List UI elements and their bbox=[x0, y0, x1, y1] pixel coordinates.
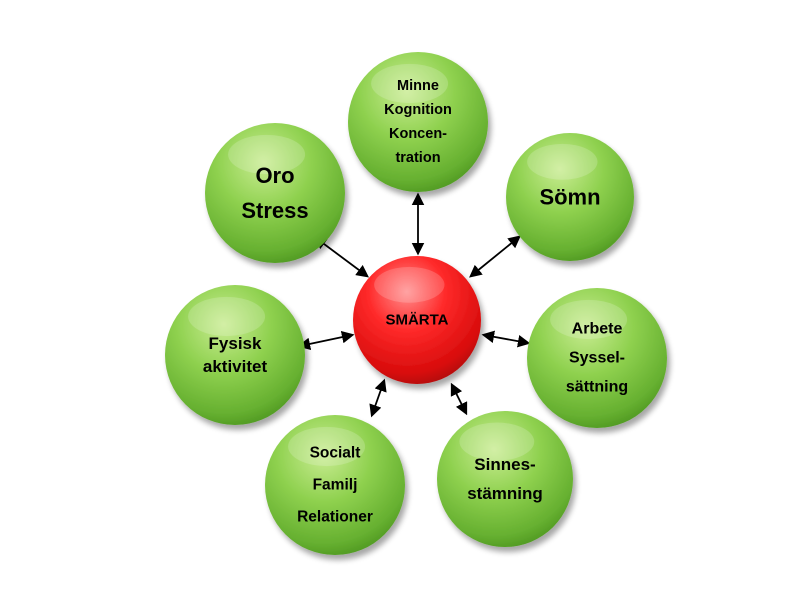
node-highlight-arbete bbox=[550, 299, 628, 340]
node-highlight-minne bbox=[371, 63, 449, 104]
node-label-socialt-line-1: Familj bbox=[313, 477, 358, 494]
node-circle-sinnes bbox=[437, 411, 573, 547]
node-circles: MinneKognitionKoncen-trationSömnArbeteSy… bbox=[165, 52, 667, 555]
node-label-oro-line-0: Oro bbox=[255, 163, 294, 188]
node-highlight-smarta bbox=[374, 266, 445, 303]
node-label-socialt-line-0: Socialt bbox=[310, 445, 361, 462]
arrow-socialt bbox=[369, 378, 387, 418]
arrow-somn bbox=[469, 235, 521, 278]
node-circle-minne bbox=[348, 52, 488, 192]
node-circle-arbete bbox=[527, 288, 667, 428]
node-circle-fysisk bbox=[165, 285, 305, 425]
node-label-arbete-line-1: Syssel- bbox=[569, 350, 625, 367]
arrow-oro bbox=[313, 236, 370, 278]
node-label-minne-line-3: tration bbox=[395, 150, 440, 166]
node-highlight-sinnes bbox=[459, 422, 535, 461]
node-label-minne-line-2: Koncen- bbox=[389, 126, 447, 142]
connector-arrows bbox=[297, 192, 531, 418]
node-label-fysisk-line-1: aktivitet bbox=[203, 357, 268, 376]
arrow-sinnes bbox=[450, 382, 468, 416]
node-label-smarta-line-0: SMÄRTA bbox=[385, 312, 448, 329]
node-label-minne-line-1: Kognition bbox=[384, 102, 452, 118]
node-highlight-somn bbox=[527, 143, 598, 180]
arrow-arbete bbox=[481, 330, 531, 348]
node-circle-smarta bbox=[353, 256, 481, 384]
node-smarta: SMÄRTA bbox=[353, 256, 481, 384]
node-label-fysisk-line-0: Fysisk bbox=[209, 334, 262, 353]
node-somn: Sömn bbox=[506, 133, 634, 261]
node-highlight-fysisk bbox=[188, 296, 266, 337]
node-highlight-oro bbox=[228, 134, 306, 175]
node-label-arbete-line-2: sättning bbox=[566, 379, 628, 396]
node-label-sinnes-line-1: stämning bbox=[467, 484, 543, 503]
arrow-fysisk bbox=[297, 330, 355, 351]
node-circle-socialt bbox=[265, 415, 405, 555]
node-label-sinnes-line-0: Sinnes- bbox=[474, 455, 535, 474]
node-label-minne-line-0: Minne bbox=[397, 78, 439, 94]
node-label-socialt-line-2: Relationer bbox=[297, 509, 373, 526]
node-fysisk: Fysisk aktivitet bbox=[165, 285, 305, 425]
node-circle-oro bbox=[205, 123, 345, 263]
node-sinnes: Sinnes-stämning bbox=[437, 411, 573, 547]
node-label-somn-line-0: Sömn bbox=[539, 185, 600, 210]
node-label-oro-line-1: Stress bbox=[241, 198, 308, 223]
node-label-arbete-line-0: Arbete bbox=[572, 321, 623, 338]
node-highlight-socialt bbox=[288, 426, 366, 467]
node-circle-somn bbox=[506, 133, 634, 261]
